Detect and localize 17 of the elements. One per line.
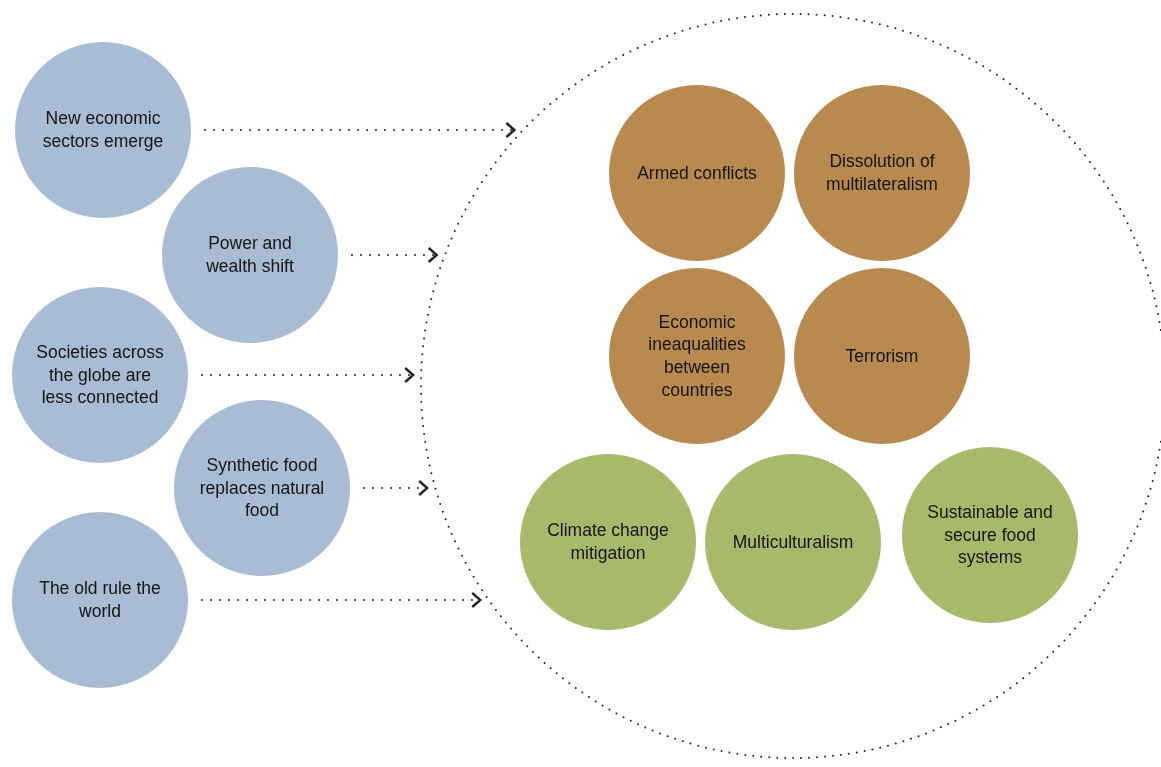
- circle-label: Synthetic food replaces natural food: [198, 453, 326, 523]
- circle-label: Societies across the globe are less connected: [35, 340, 165, 410]
- dotted-arrow: [204, 121, 516, 139]
- circle-label: Economic ineaqualities between countries: [647, 310, 747, 402]
- circle-label: Climate change mitigation: [546, 519, 670, 565]
- circle-label: Dissolution of multilateralism: [825, 150, 939, 196]
- circle-label: Armed conflicts: [636, 161, 758, 185]
- circle-label: Sustainable and secure food systems: [926, 500, 1054, 570]
- circle-label: Power and wealth shift: [205, 232, 295, 278]
- circle-label: Multiculturalism: [731, 530, 855, 554]
- dotted-arrow: [351, 246, 438, 264]
- dotted-arrow: [201, 591, 482, 609]
- dotted-arrow: [363, 479, 429, 497]
- circle-label: Terrorism: [844, 344, 920, 368]
- circle-label: New economic sectors emerge: [41, 107, 165, 153]
- dotted-arrow: [201, 366, 415, 384]
- circle-label: The old rule the world: [38, 577, 162, 623]
